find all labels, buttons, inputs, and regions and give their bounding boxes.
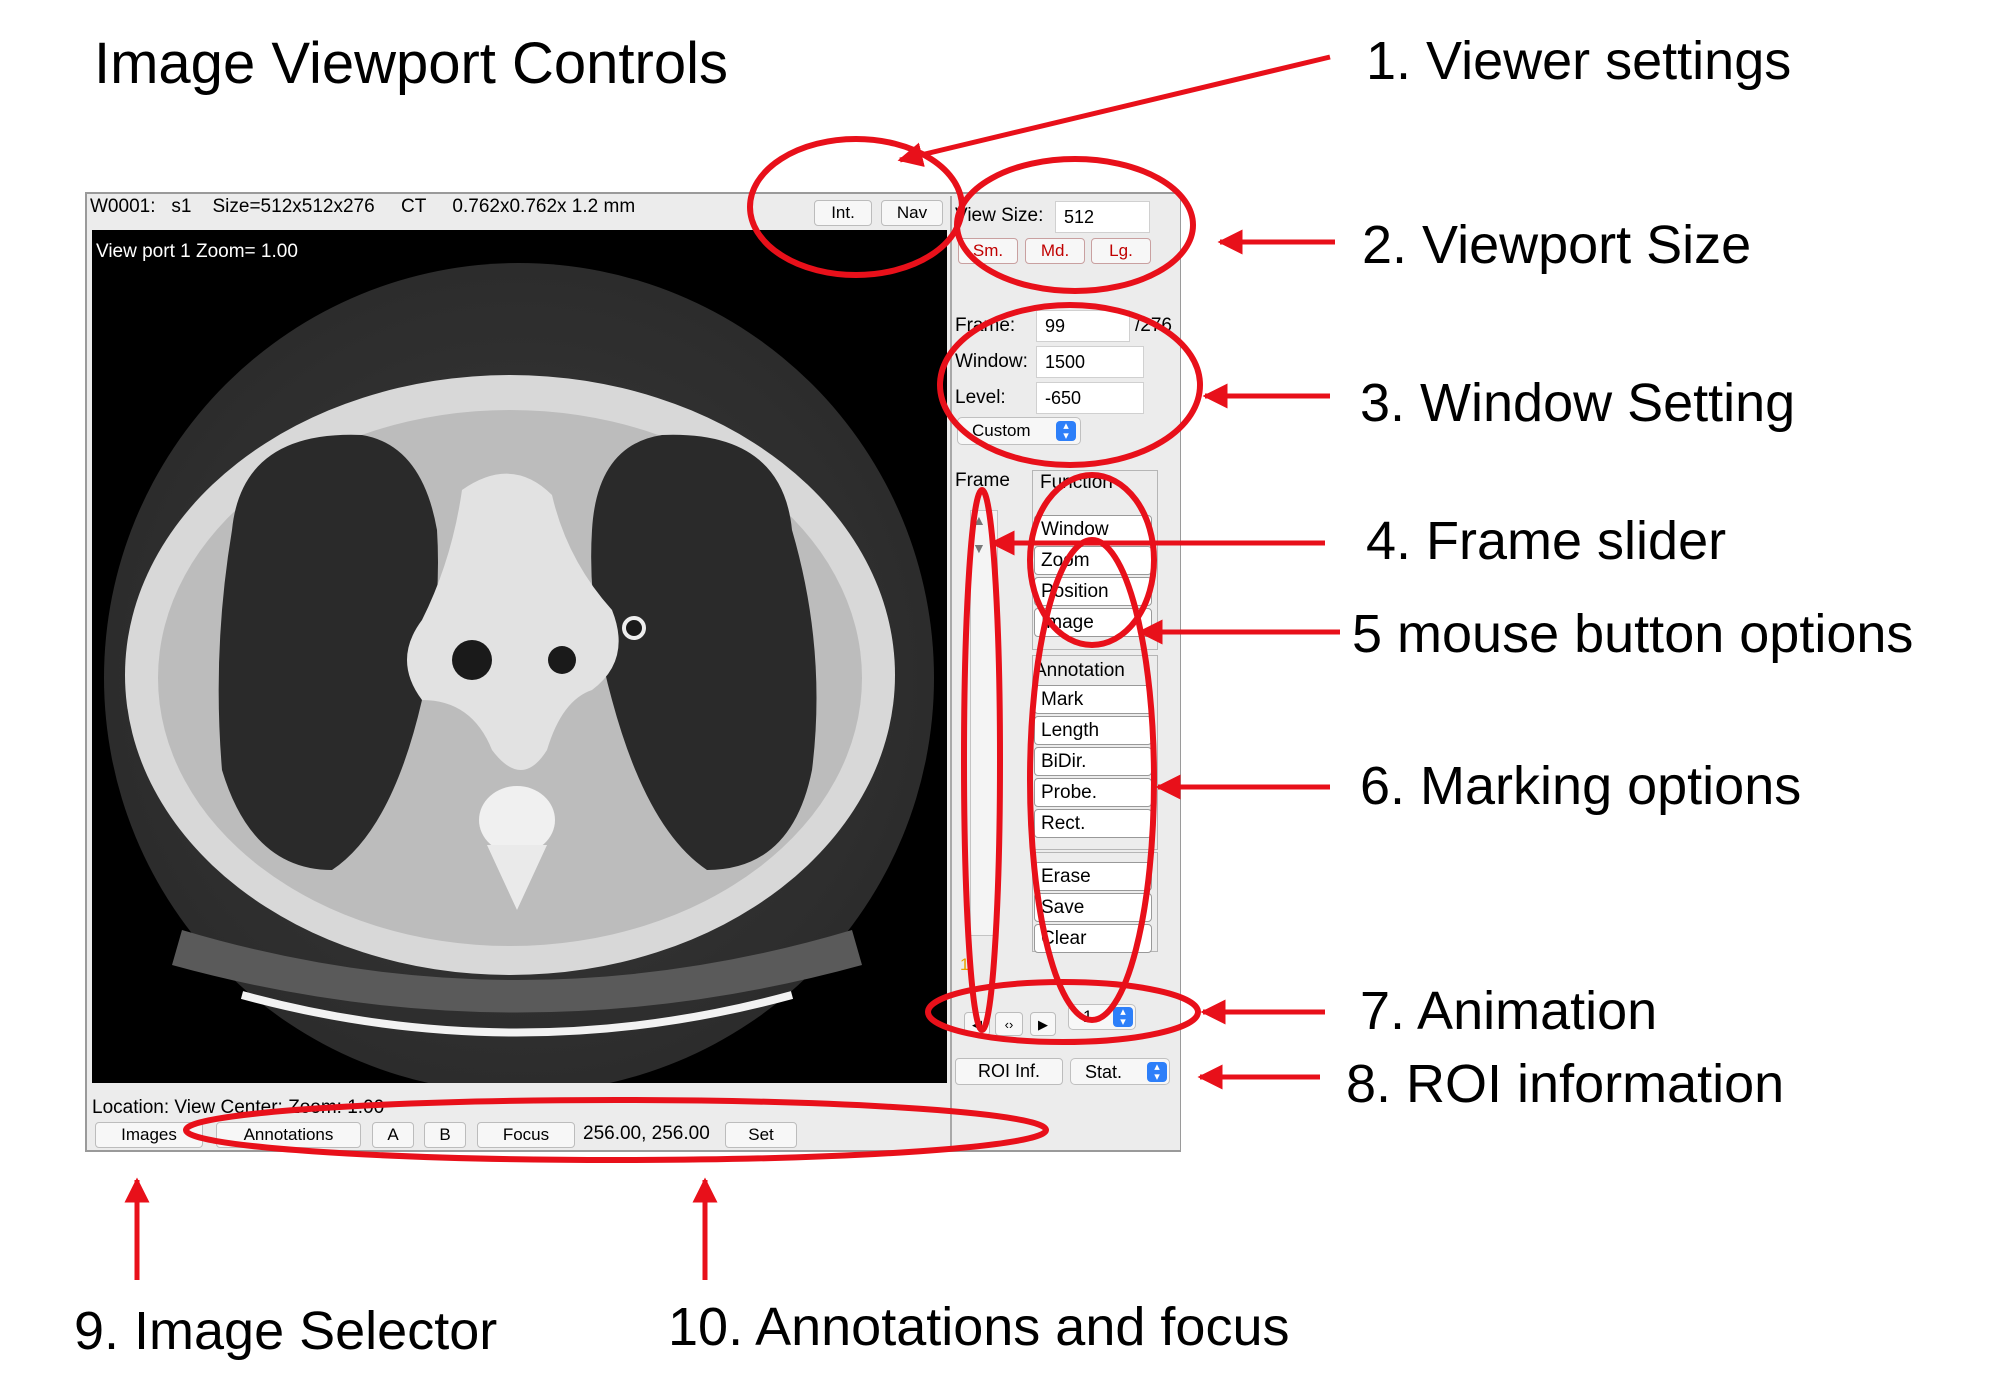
slider-up-arrow-icon[interactable]: ▲ xyxy=(972,512,986,528)
frame-input[interactable]: 99 xyxy=(1036,310,1130,342)
rect-button[interactable]: Rect. xyxy=(1034,809,1152,838)
viewport-small-button[interactable]: Sm. xyxy=(958,238,1018,264)
frame-slider-track[interactable] xyxy=(970,510,998,936)
slider-value: 1 xyxy=(960,955,970,974)
images-button[interactable]: Images xyxy=(95,1122,203,1148)
int-button[interactable]: Int. xyxy=(814,200,872,226)
callout-viewport-size: 2. Viewport Size xyxy=(1362,215,1752,275)
window-label: Window: xyxy=(955,351,1028,372)
function-zoom-button[interactable]: Zoom xyxy=(1034,546,1152,575)
anim-prev-icon[interactable]: ◀ xyxy=(964,1012,990,1036)
frame-group-label: Frame xyxy=(955,470,1010,491)
callout-frame-slider: 4. Frame slider xyxy=(1366,511,1727,571)
annotation-b-button[interactable]: B xyxy=(424,1122,466,1148)
select-arrows-icon: ▴▾ xyxy=(1147,1062,1167,1083)
location-text: Location: View Center: Zoom: 1.00 xyxy=(92,1097,385,1118)
frame-total: /276 xyxy=(1135,315,1172,336)
callout-roi-information: 8. ROI information xyxy=(1346,1054,1785,1114)
erase-button[interactable]: Erase xyxy=(1034,862,1152,891)
save-button[interactable]: Save xyxy=(1034,893,1152,922)
annotation-group-label: Annotation xyxy=(1034,660,1125,682)
window-input[interactable]: 1500 xyxy=(1036,346,1144,378)
roi-info-button[interactable]: ROI Inf. xyxy=(955,1058,1063,1085)
viewport-large-button[interactable]: Lg. xyxy=(1091,238,1151,264)
select-arrows-icon: ▴▾ xyxy=(1113,1007,1133,1028)
window-preset-value: Custom xyxy=(972,421,1031,440)
nav-button[interactable]: Nav xyxy=(881,200,943,226)
callout-viewer-settings: 1. Viewer settings xyxy=(1366,31,1792,91)
anim-speed-value: 1 xyxy=(1083,1007,1093,1026)
annotation-a-button[interactable]: A xyxy=(372,1122,414,1148)
anim-speed-select[interactable]: 1 ▴▾ xyxy=(1068,1004,1136,1030)
length-button[interactable]: Length xyxy=(1034,716,1152,745)
page-title: Image Viewport Controls xyxy=(94,31,729,96)
ct-scan-image xyxy=(104,263,934,1083)
view-size-label: View Size: xyxy=(955,205,1044,226)
focus-coordinates: 256.00, 256.00 xyxy=(583,1123,710,1144)
callout-window-setting: 3. Window Setting xyxy=(1360,373,1796,433)
anim-next-icon[interactable]: ▶ xyxy=(1030,1012,1056,1036)
function-image-button[interactable]: Image xyxy=(1034,608,1152,637)
roi-stat-value: Stat. xyxy=(1085,1062,1123,1082)
function-window-button[interactable]: Window xyxy=(1034,515,1152,544)
roi-stat-select[interactable]: Stat. ▴▾ xyxy=(1070,1058,1170,1085)
arrow-viewer-settings xyxy=(897,54,1331,167)
callout-image-selector: 9. Image Selector xyxy=(74,1301,498,1361)
frame-label: Frame: xyxy=(955,315,1016,336)
focus-button[interactable]: Focus xyxy=(477,1122,575,1148)
view-size-input[interactable]: 512 xyxy=(1055,201,1150,233)
bidirectional-button[interactable]: BiDir. xyxy=(1034,747,1152,776)
select-arrows-icon: ▴▾ xyxy=(1056,421,1076,442)
viewport-medium-button[interactable]: Md. xyxy=(1025,238,1085,264)
viewport-zoom-label: View port 1 Zoom= 1.00 xyxy=(96,241,298,262)
image-info-bar: W0001: s1 Size=512x512x276 CT 0.762x0.76… xyxy=(90,196,636,217)
anim-bounce-icon[interactable]: ‹› xyxy=(995,1012,1023,1036)
function-position-button[interactable]: Position xyxy=(1034,577,1152,606)
slider-down-arrow-icon[interactable]: ▼ xyxy=(972,540,986,556)
probe-button[interactable]: Probe. xyxy=(1034,778,1152,807)
mark-button[interactable]: Mark xyxy=(1034,685,1152,714)
level-input[interactable]: -650 xyxy=(1036,382,1144,414)
window-preset-select[interactable]: Custom ▴▾ xyxy=(957,417,1081,445)
annotations-button[interactable]: Annotations xyxy=(216,1122,361,1148)
function-group-label: Function xyxy=(1040,472,1113,494)
image-viewport[interactable] xyxy=(92,230,947,1083)
set-focus-button[interactable]: Set xyxy=(725,1122,797,1148)
clear-button[interactable]: Clear xyxy=(1034,924,1152,953)
callout-marking-options: 6. Marking options xyxy=(1360,756,1802,816)
level-label: Level: xyxy=(955,387,1006,408)
callout-mouse-buttons: 5 mouse button options xyxy=(1352,604,1914,664)
callout-animation: 7. Animation xyxy=(1360,981,1658,1041)
callout-annotations-focus: 10. Annotations and focus xyxy=(668,1297,1290,1357)
